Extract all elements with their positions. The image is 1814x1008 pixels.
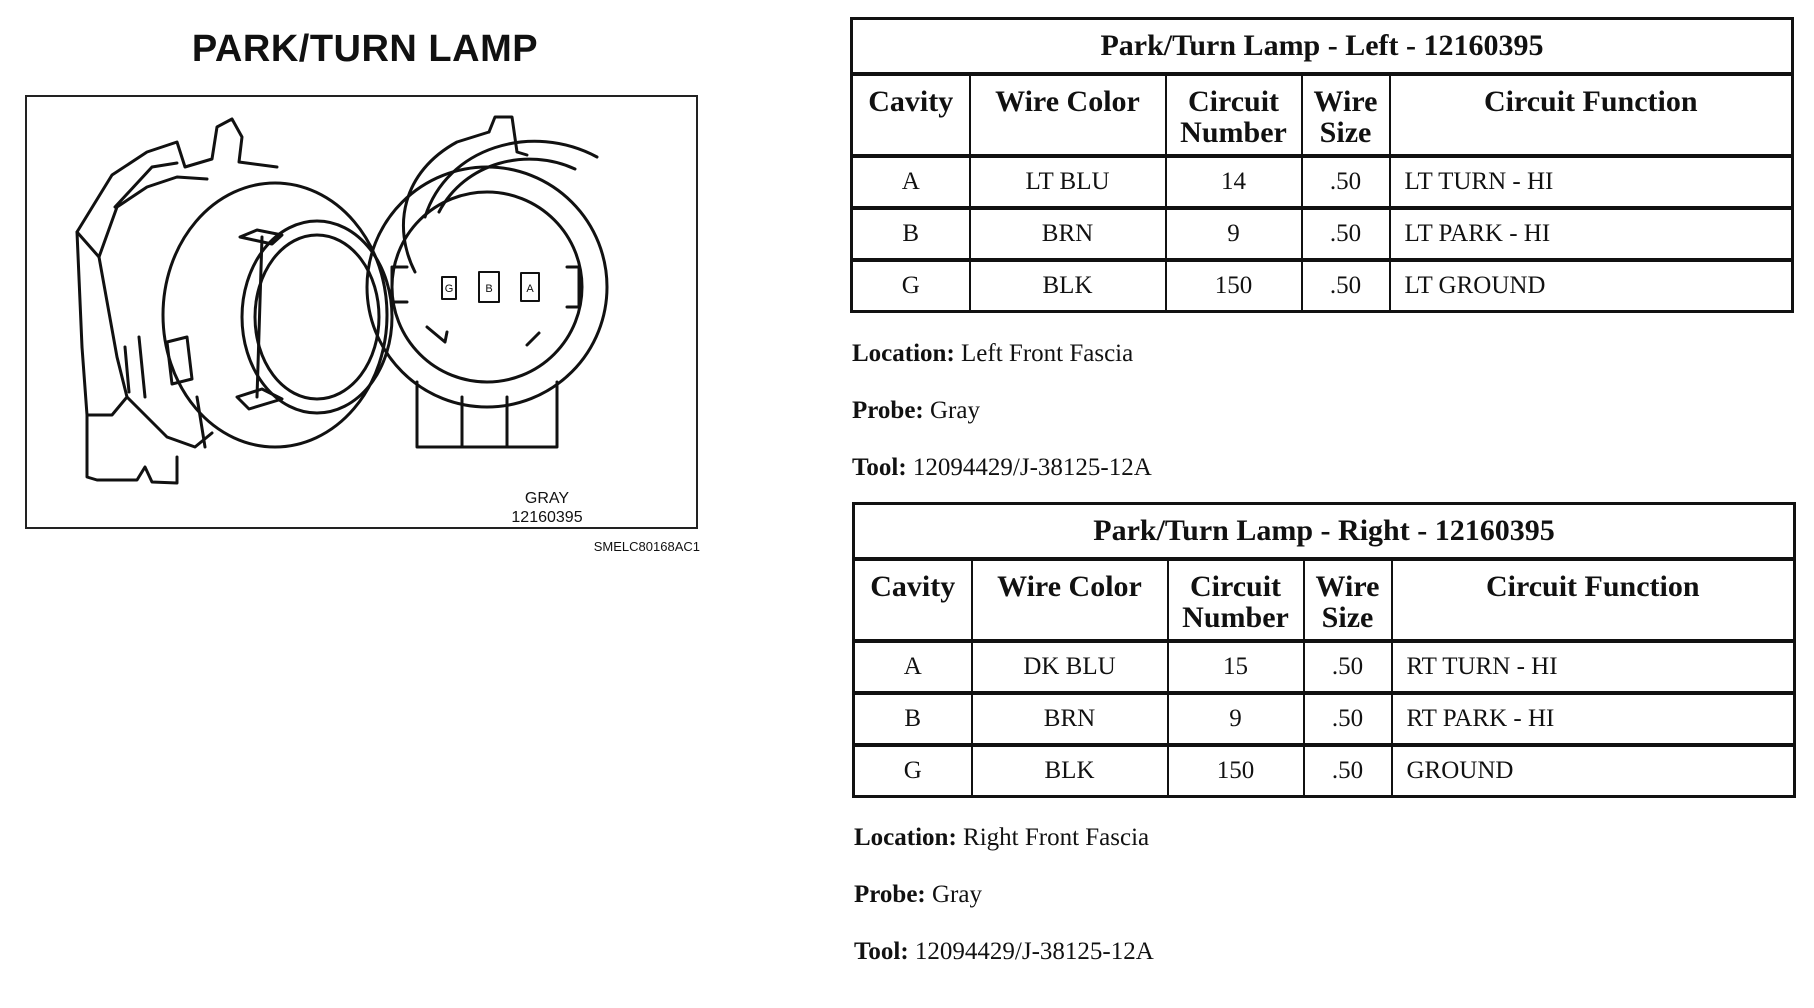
cell-circuit: 9 [1164, 206, 1303, 261]
probe-line-left: Probe: Gray [852, 397, 980, 425]
tool-label: Tool: [854, 938, 909, 965]
connector-side-view-illustration [75, 117, 394, 485]
table-row: B BRN 9 .50 RT PARK - HI [852, 691, 1796, 746]
connector-caption: GRAY 12160395 [447, 489, 647, 527]
tool-line-right: Tool: 12094429/J-38125-12A [854, 938, 1154, 966]
probe-line-right: Probe: Gray [854, 881, 982, 909]
cell-size: .50 [1302, 743, 1393, 798]
tool-value: 12094429/J-38125-12A [914, 938, 1154, 965]
col-header-circuit-function: Circuit Function [1388, 73, 1794, 158]
cell-cavity: A [850, 155, 971, 209]
cell-circuit: 14 [1164, 155, 1303, 209]
location-line-right: Location: Right Front Fascia [854, 824, 1149, 852]
table-row: B BRN 9 .50 LT PARK - HI [850, 206, 1794, 261]
drawing-ref-code: SMELC80168AC1 [593, 539, 700, 554]
location-label: Location: [852, 340, 955, 367]
cell-circuit: 9 [1166, 691, 1305, 746]
cell-cavity: A [852, 640, 973, 694]
tool-value: 12094429/J-38125-12A [912, 454, 1152, 481]
cell-circuit: 15 [1166, 640, 1305, 694]
cell-function: RT PARK - HI [1390, 691, 1796, 746]
connector-color: GRAY [524, 490, 570, 507]
col-header-cavity: Cavity [852, 558, 973, 643]
pinout-table-left: Park/Turn Lamp - Left - 12160395 Cavity … [850, 17, 1794, 313]
table-title: Park/Turn Lamp - Right - 12160395 [852, 502, 1796, 561]
pinout-table-right: Park/Turn Lamp - Right - 12160395 Cavity… [852, 502, 1796, 798]
table-row: A LT BLU 14 .50 LT TURN - HI [850, 155, 1794, 209]
cell-circuit: 150 [1166, 743, 1305, 798]
cell-wire-color: DK BLU [970, 640, 1169, 694]
probe-value: Gray [932, 881, 982, 908]
cell-wire-color: BLK [968, 258, 1167, 313]
cell-wire-color: BRN [970, 691, 1169, 746]
cell-function: GROUND [1390, 743, 1796, 798]
cell-function: LT PARK - HI [1388, 206, 1794, 261]
location-label: Location: [854, 824, 957, 851]
cell-size: .50 [1302, 691, 1393, 746]
probe-label: Probe: [854, 881, 926, 908]
location-line-left: Location: Left Front Fascia [852, 340, 1133, 368]
col-header-wire-color: Wire Color [970, 558, 1169, 643]
table-row: A DK BLU 15 .50 RT TURN - HI [852, 640, 1796, 694]
location-value: Left Front Fascia [961, 340, 1134, 367]
cell-function: RT TURN - HI [1390, 640, 1796, 694]
tool-line-left: Tool: 12094429/J-38125-12A [852, 454, 1152, 482]
col-header-wire-color: Wire Color [968, 73, 1167, 158]
cell-wire-color: BRN [968, 206, 1167, 261]
tool-label: Tool: [852, 454, 907, 481]
cell-size: .50 [1302, 640, 1393, 694]
drawing-title: PARK/TURN LAMP [191, 28, 539, 70]
cell-cavity: G [852, 743, 973, 798]
cavity-b-box [478, 271, 500, 303]
cell-size: .50 [1300, 206, 1391, 261]
probe-value: Gray [930, 397, 980, 424]
table-row: G BLK 150 .50 GROUND [852, 743, 1796, 798]
cell-circuit: 150 [1164, 258, 1303, 313]
table-title: Park/Turn Lamp - Left - 12160395 [850, 17, 1794, 76]
cell-cavity: G [850, 258, 971, 313]
connector-face-view-illustration [365, 115, 609, 449]
location-value: Right Front Fascia [963, 824, 1150, 851]
connector-drawing: G B A GRAY 12160395 [25, 95, 698, 529]
connector-part-number: 12160395 [511, 509, 583, 526]
cavity-a-box [520, 272, 540, 302]
cell-function: LT TURN - HI [1388, 155, 1794, 209]
table-row: G BLK 150 .50 LT GROUND [850, 258, 1794, 313]
cell-function: LT GROUND [1388, 258, 1794, 313]
cavity-label-g: G [445, 283, 454, 295]
cavity-label-b: B [485, 283, 492, 295]
cell-cavity: B [850, 206, 971, 261]
cavity-label-a: A [526, 283, 534, 295]
cell-size: .50 [1300, 258, 1391, 313]
cavity-g-box [441, 276, 457, 300]
probe-label: Probe: [852, 397, 924, 424]
cell-wire-color: BLK [970, 743, 1169, 798]
col-header-circuit-function: Circuit Function [1390, 558, 1796, 643]
col-header-cavity: Cavity [850, 73, 971, 158]
cell-cavity: B [852, 691, 973, 746]
cell-size: .50 [1300, 155, 1391, 209]
cell-wire-color: LT BLU [968, 155, 1167, 209]
